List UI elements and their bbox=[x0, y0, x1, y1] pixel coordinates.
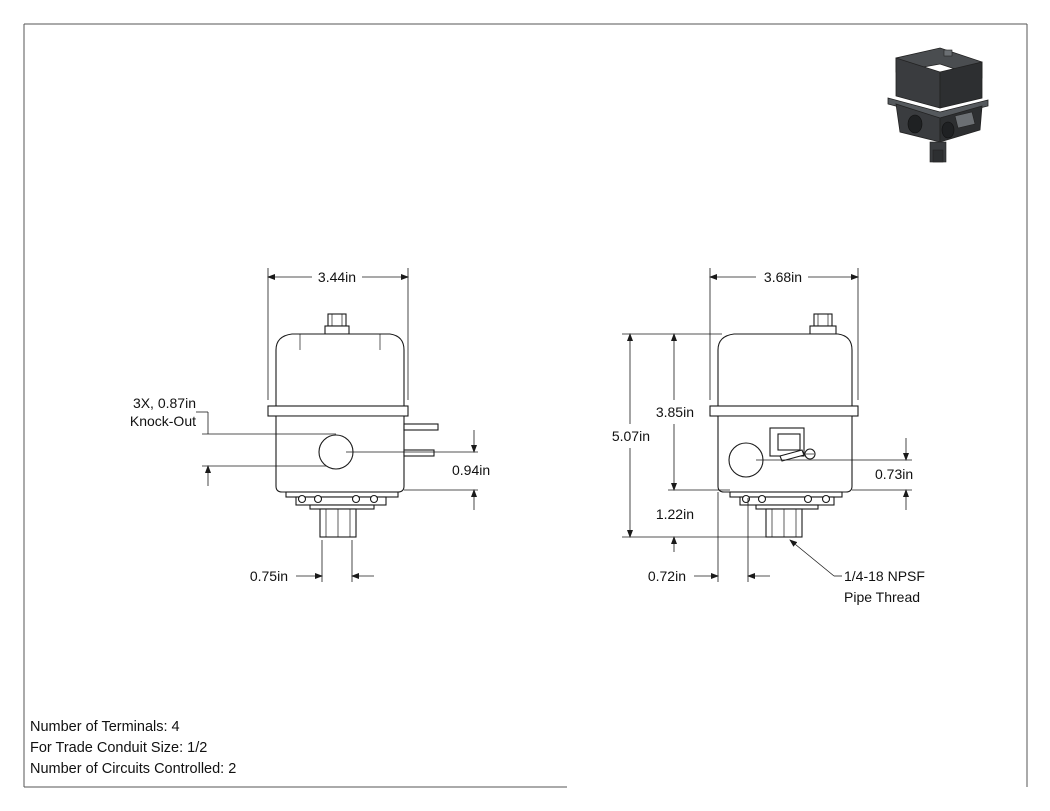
base-height-label: 1.22in bbox=[656, 506, 694, 522]
side-port-label: 0.72in bbox=[648, 568, 686, 584]
knockout-qty-label: 3X, 0.87in bbox=[133, 395, 196, 411]
side-knockout-offset-dimension bbox=[756, 438, 912, 510]
front-knockout-offset-label: 0.94in bbox=[452, 462, 490, 478]
conduit-spec: For Trade Conduit Size: 1/2 bbox=[30, 740, 208, 756]
drawing-frame bbox=[23, 23, 1028, 788]
pipe-thread-leader bbox=[789, 539, 842, 577]
side-knockout-offset-label: 0.73in bbox=[875, 466, 913, 482]
side-height-dimensions bbox=[622, 333, 786, 552]
terminals-spec: Number of Terminals: 4 bbox=[30, 719, 180, 735]
front-width-label: 3.44in bbox=[318, 269, 356, 285]
side-width-label: 3.68in bbox=[764, 269, 802, 285]
spec-notes: Number of Terminals: 4 For Trade Conduit… bbox=[30, 717, 236, 780]
knockout-type-label: Knock-Out bbox=[130, 413, 196, 429]
body-height-label: 3.85in bbox=[656, 404, 694, 420]
circuits-spec: Number of Circuits Controlled: 2 bbox=[30, 761, 237, 777]
isometric-product-view bbox=[887, 47, 989, 163]
front-width-dimension bbox=[267, 268, 409, 400]
side-port-dimension bbox=[694, 492, 770, 582]
side-view bbox=[709, 313, 859, 538]
thread-type-label: Pipe Thread bbox=[844, 589, 920, 605]
front-port-dimension bbox=[296, 540, 374, 582]
front-knockout-offset-dimension bbox=[346, 430, 478, 510]
front-view bbox=[267, 313, 439, 538]
front-knockout-leader bbox=[196, 411, 336, 486]
thread-size-label: 1/4-18 NPSF bbox=[844, 568, 925, 584]
overall-height-label: 5.07in bbox=[612, 428, 650, 444]
front-port-label: 0.75in bbox=[250, 568, 288, 584]
